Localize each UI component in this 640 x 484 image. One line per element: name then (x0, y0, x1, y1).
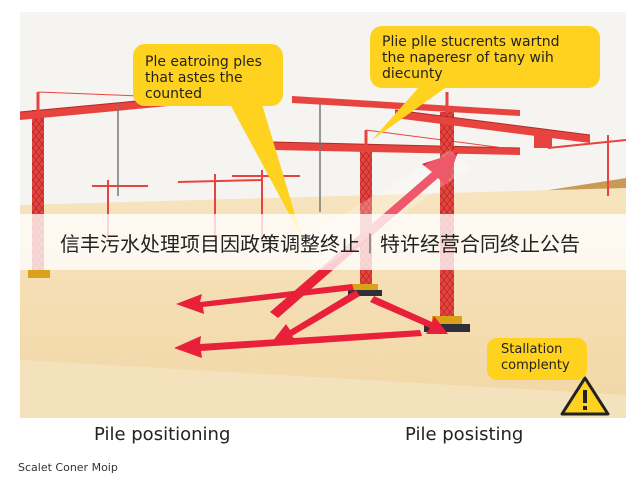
callout-left-text: Ple eatroing ples that astes the counted (145, 54, 262, 102)
callout-bottom: Stallation complenty (487, 338, 587, 380)
headline-text: 信丰污水处理项目因政策调整终止｜特许经营合同终止公告 (60, 232, 580, 256)
callout-left-tail (230, 104, 302, 238)
arrow-middle-down (272, 290, 360, 342)
caption-left: Pile positioning (94, 424, 231, 445)
callout-right: Plie plle stucrents wartnd the naperesr … (370, 26, 600, 88)
footer-text: Scalet Coner Moip (18, 461, 118, 474)
crane-far-right (547, 135, 627, 196)
callout-bottom-text: Stallation complenty (501, 342, 570, 373)
arrow-middle-right (370, 296, 448, 334)
warning-triangle-icon (560, 376, 610, 416)
arrow-left-upper (176, 284, 354, 314)
headline-banner (0, 214, 640, 270)
callout-right-text: Plie plle stucrents wartnd the naperesr … (382, 34, 560, 82)
caption-right: Pile posisting (405, 424, 524, 445)
ground-edge (20, 360, 626, 418)
callout-left: Ple eatroing ples that astes the counted (133, 44, 283, 106)
arrow-left-lower (174, 330, 422, 358)
callout-right-tail (372, 86, 448, 140)
